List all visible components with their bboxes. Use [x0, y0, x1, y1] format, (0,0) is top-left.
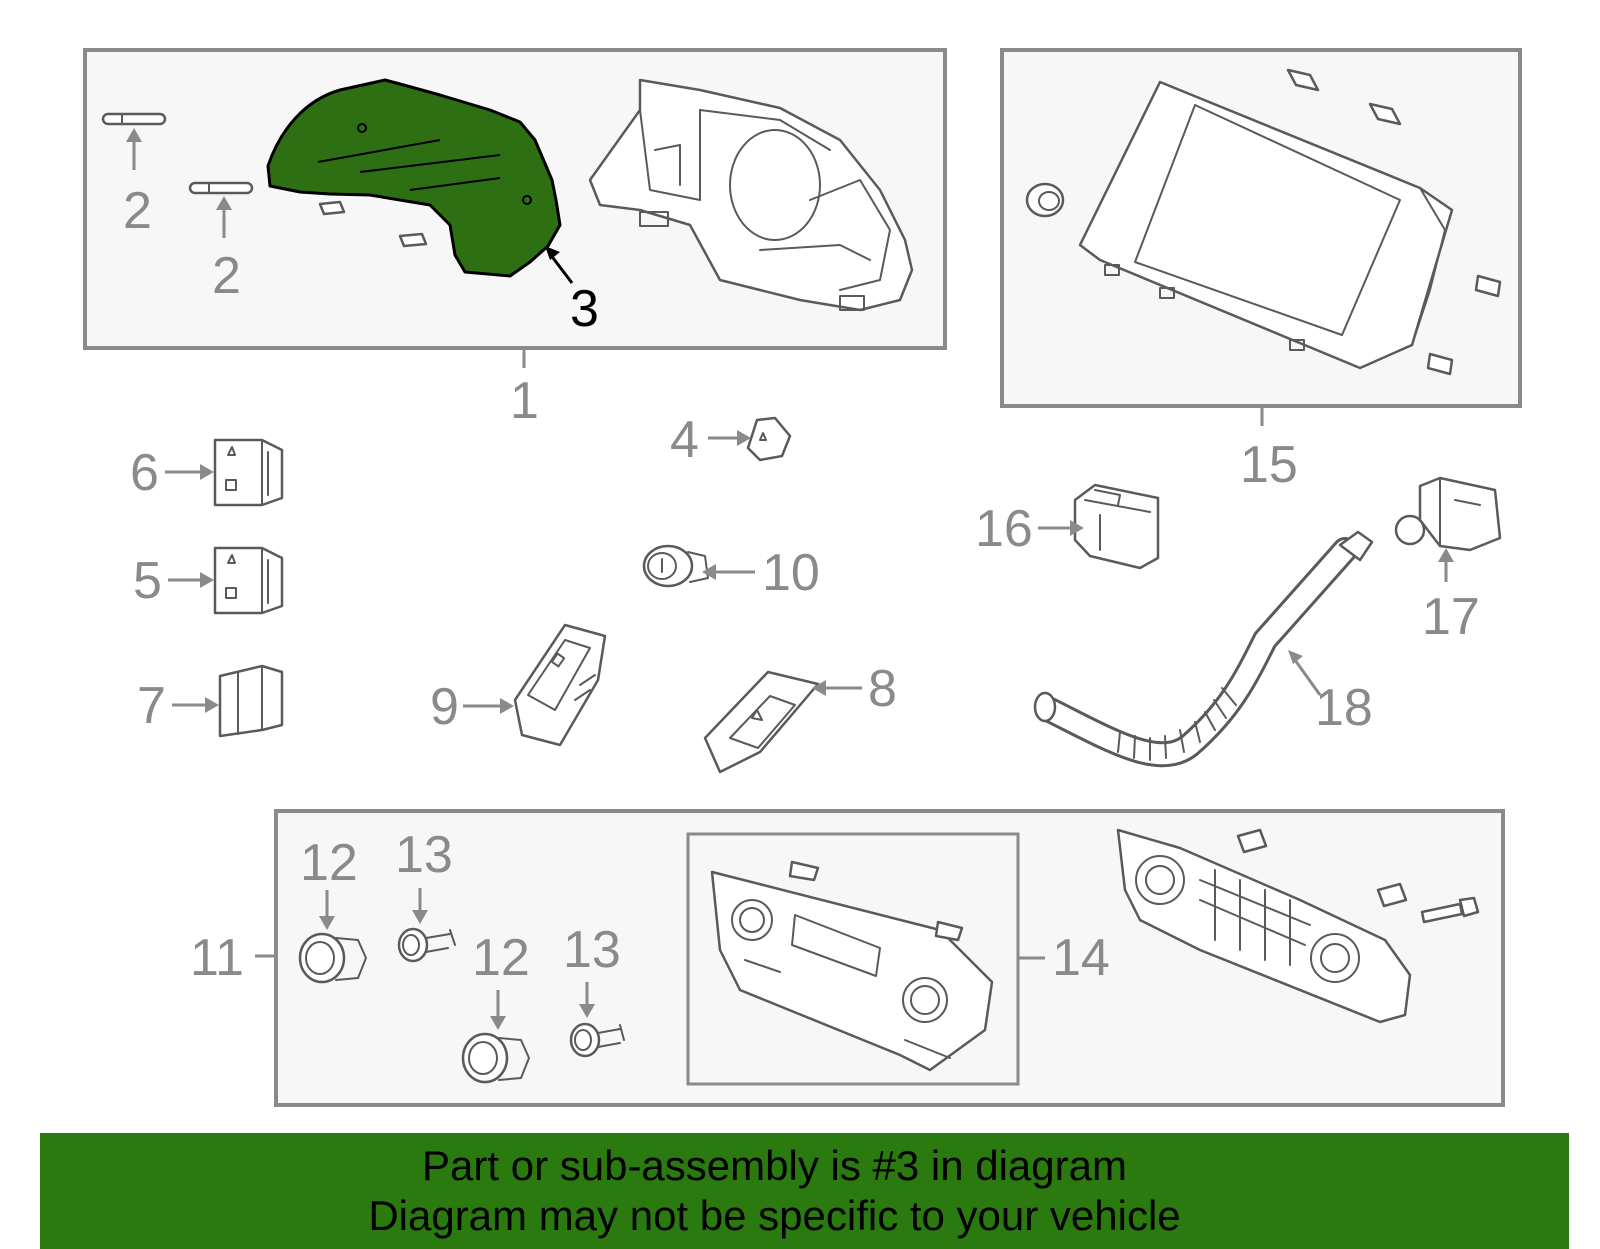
banner-line-1: Part or sub-assembly is #3 in diagram	[422, 1142, 1127, 1189]
knob-part-12a[interactable]	[298, 890, 367, 984]
pin-part-2b[interactable]	[188, 181, 254, 238]
disclaimer-banner: Part or sub-assembly is #3 in diagram Di…	[40, 1133, 1569, 1249]
switch-panel-part-9[interactable]	[463, 623, 607, 747]
callout-12a: 12	[300, 834, 358, 892]
callout-1: 1	[510, 372, 539, 430]
callout-14: 14	[1052, 929, 1110, 987]
screw-icon	[1420, 896, 1480, 924]
callout-10: 10	[762, 544, 820, 602]
push-switch-part-10[interactable]	[642, 544, 755, 588]
callout-2a: 2	[123, 182, 152, 240]
lens-clip-icon	[318, 200, 428, 248]
callout-13a: 13	[395, 826, 453, 884]
callout-2b: 2	[212, 247, 241, 305]
callout-12b: 12	[472, 929, 530, 987]
callout-3-leader	[545, 246, 574, 284]
display-unit-part-15[interactable]	[1078, 80, 1454, 370]
callout-9: 9	[430, 678, 459, 736]
callout-13b: 13	[563, 921, 621, 979]
switch-part-5[interactable]	[168, 546, 284, 615]
callout-16: 16	[975, 500, 1033, 558]
blank-cover-part-7[interactable]	[172, 664, 284, 738]
callout-18: 18	[1315, 679, 1373, 737]
callout-11: 11	[190, 929, 244, 987]
callout-4: 4	[670, 411, 699, 469]
callout-7: 7	[137, 677, 166, 735]
cluster-housing	[588, 78, 914, 312]
switch-bezel-part-8[interactable]	[703, 670, 862, 774]
banner-line-2: Diagram may not be specific to your vehi…	[368, 1192, 1181, 1239]
switch-part-6[interactable]	[165, 438, 284, 507]
control-panel-part-14[interactable]	[710, 860, 994, 1072]
callout-6: 6	[130, 444, 159, 502]
pin-part-2a[interactable]	[101, 112, 167, 170]
climate-control-unit	[1116, 828, 1412, 1024]
callout-5: 5	[133, 552, 162, 610]
knob-part-13b[interactable]	[569, 982, 625, 1058]
callout-8: 8	[868, 660, 897, 718]
cable-part-18[interactable]	[1033, 530, 1374, 768]
small-switch-part-4[interactable]	[708, 416, 792, 462]
meter-lens-part-3[interactable]	[266, 78, 562, 278]
clip-icon	[1236, 828, 1408, 908]
switch-part-16[interactable]	[1038, 483, 1160, 570]
callout-3: 3	[570, 280, 599, 338]
knob-icon	[1025, 182, 1065, 218]
usb-port-part-17[interactable]	[1394, 476, 1502, 582]
callout-17: 17	[1422, 588, 1480, 646]
knob-part-13a[interactable]	[397, 888, 456, 963]
display-clip-icon	[1286, 68, 1502, 376]
callout-15: 15	[1240, 436, 1298, 494]
knob-part-12b[interactable]	[461, 990, 530, 1084]
